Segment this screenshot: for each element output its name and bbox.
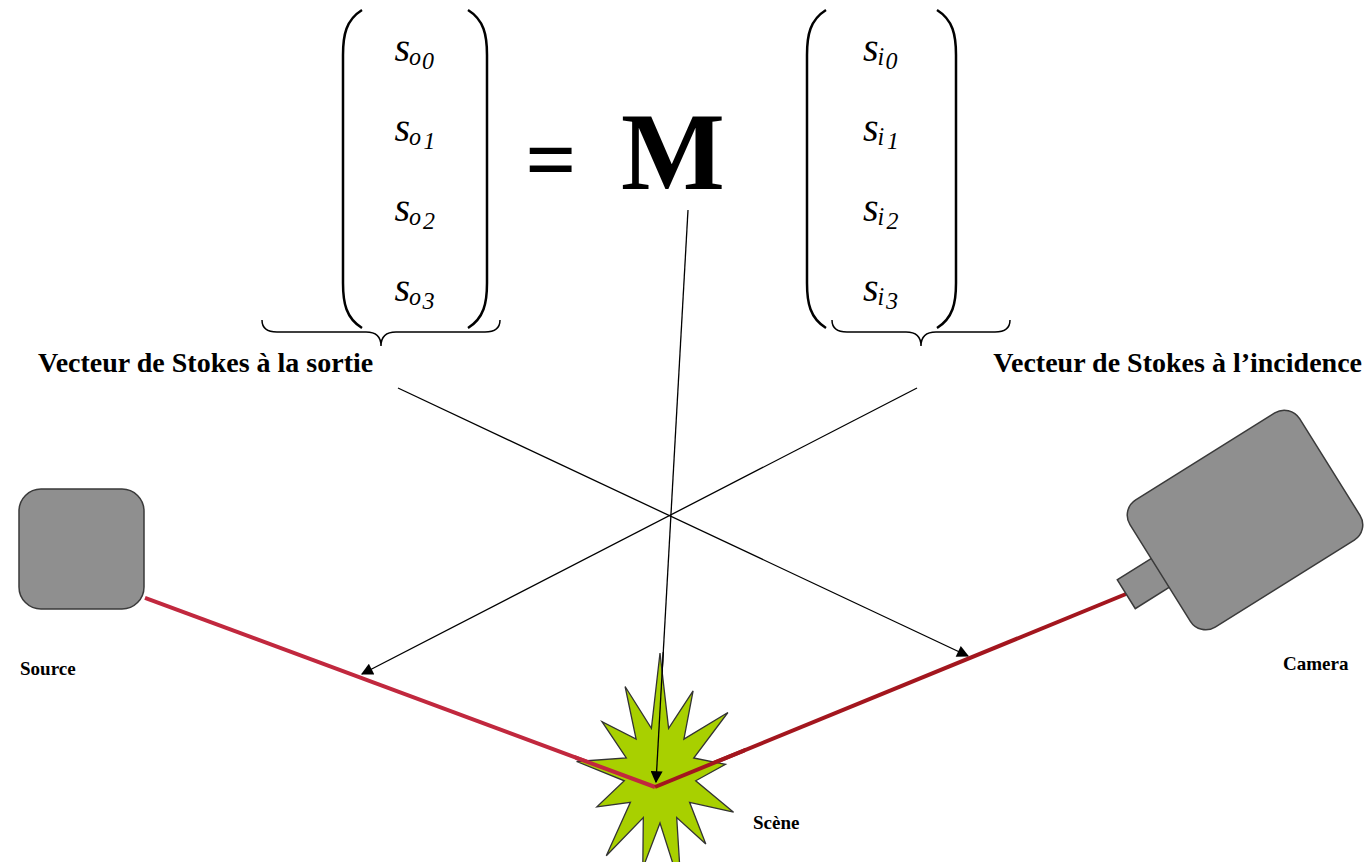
leader-arrow [362, 388, 917, 674]
leader-arrow [398, 388, 968, 656]
stokes-component: sₒ₁ [395, 108, 436, 148]
node-label: Source [20, 658, 76, 681]
leader-arrow [656, 210, 688, 782]
bracket [807, 10, 826, 328]
stokes-component: sᵢ₂ [863, 188, 899, 228]
stokes-component: sₒ₀ [395, 28, 436, 68]
bracket [468, 10, 487, 328]
node-label: Scène [753, 812, 799, 835]
stokes-component: sᵢ₀ [863, 28, 899, 68]
light-path-overlay [655, 652, 745, 787]
vector-caption: Vecteur de Stokes à la sortie [38, 349, 373, 377]
camera-body: Camera [1100, 395, 1369, 695]
source-box [19, 489, 144, 609]
stokes-component: sₒ₂ [395, 188, 436, 228]
scene-star: Scène [575, 652, 745, 862]
camera-body [1100, 395, 1369, 695]
bracket [937, 10, 956, 328]
matrix-symbol: M [621, 97, 725, 207]
light-path [145, 598, 655, 787]
leader-arrow [656, 652, 688, 782]
curly-brace [832, 320, 1010, 346]
stokes-component: sₒ₃ [395, 268, 436, 308]
stokes-component: sᵢ₃ [863, 268, 899, 308]
scene-burst [577, 653, 734, 862]
light-path [655, 594, 1126, 787]
stokes-component: sᵢ₁ [863, 108, 899, 148]
curly-brace [262, 320, 500, 346]
camera-housing [1120, 403, 1369, 636]
light-source [18, 488, 145, 610]
vector-caption: Vecteur de Stokes à l’incidence [993, 349, 1362, 377]
light-path-overlay [575, 652, 655, 787]
scene-star [575, 652, 745, 862]
bracket [343, 10, 362, 328]
equals-sign: = [525, 115, 576, 205]
light-source: Source [18, 488, 145, 610]
node-label: Camera [1283, 653, 1348, 676]
